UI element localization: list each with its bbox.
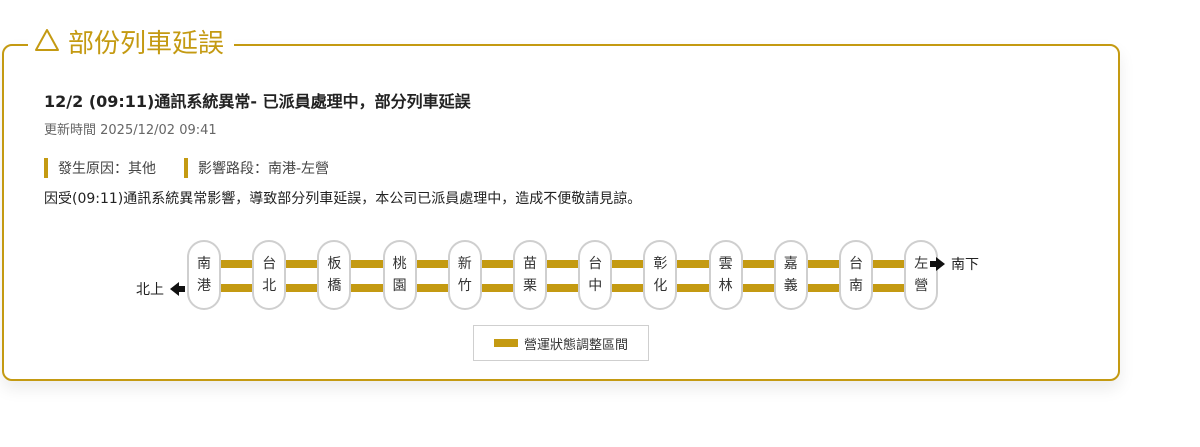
station: 苗栗 [513, 240, 547, 310]
station-char-bottom: 北 [262, 278, 277, 294]
station: 左營 [904, 240, 939, 310]
station-char-bottom: 中 [588, 278, 603, 294]
southbound-label: 南下 [930, 254, 979, 274]
station-char-bottom: 栗 [523, 278, 537, 294]
southbound-rail [202, 260, 934, 268]
section-title-text: 部份列車延誤 [68, 29, 225, 59]
station-char-bottom: 化 [653, 278, 668, 294]
station-char-bottom: 橋 [327, 278, 342, 294]
station: 台中 [578, 240, 613, 310]
station: 板橋 [317, 240, 352, 310]
legend-swatch [493, 339, 518, 347]
cause-tag: 發生原因：其他 [44, 158, 156, 178]
station: 台南 [839, 240, 873, 310]
section-title: 部份列車延誤 [28, 26, 235, 62]
arrow-left-icon [170, 282, 185, 296]
affected-text: 影響路段：南港-左營 [198, 161, 330, 177]
updated-time: 更新時間 2025/12/02 09:41 [44, 123, 217, 138]
station-char-top: 雲 [718, 256, 733, 272]
station-char-bottom: 林 [718, 278, 733, 294]
station-char-top: 台 [262, 256, 277, 272]
station: 彰化 [643, 240, 678, 310]
cause-text: 發生原因：其他 [58, 161, 156, 177]
station-char-bottom: 竹 [457, 278, 472, 294]
station: 嘉義 [773, 240, 808, 310]
station-char-top: 左 [914, 256, 929, 272]
notice-tags: 發生原因：其他 影響路段：南港-左營 [44, 158, 357, 178]
map-legend: 營運狀態調整區間 [473, 325, 649, 361]
station: 新竹 [447, 240, 482, 310]
notice-description: 因受(09:11)通訊系統異常影響，導致部分列車延誤，本公司已派員處理中，造成不… [44, 191, 642, 207]
station-char-bottom: 園 [392, 278, 407, 294]
route-diagram: 南港台北板橋桃園新竹苗栗台中彰化雲林嘉義台南左營 南下 北上 [130, 240, 1010, 312]
station-char-top: 嘉 [783, 256, 798, 272]
station-char-top: 南 [197, 256, 211, 272]
station-char-bottom: 港 [197, 278, 211, 294]
legend-label: 營運狀態調整區間 [523, 337, 628, 353]
northbound-rail [202, 284, 934, 292]
station-char-top: 新 [457, 256, 472, 272]
tag-bar [44, 158, 48, 178]
affected-tag: 影響路段：南港-左營 [184, 158, 329, 178]
station-char-top: 台 [588, 256, 603, 272]
station-char-top: 板 [327, 256, 342, 272]
station-char-top: 彰 [653, 256, 668, 272]
station: 雲林 [708, 240, 743, 310]
station-char-top: 桃 [392, 256, 407, 272]
northbound-label: 北上 [136, 279, 185, 299]
station-char-bottom: 南 [849, 278, 863, 294]
notice-headline: 12/2 (09:11)通訊系統異常- 已派員處理中，部分列車延誤 [44, 92, 471, 111]
northbound-text: 北上 [136, 282, 164, 298]
station-char-bottom: 營 [914, 278, 929, 294]
station-char-bottom: 義 [783, 278, 798, 294]
southbound-text: 南下 [951, 257, 979, 273]
arrow-right-icon [930, 257, 945, 271]
station: 台北 [252, 240, 287, 310]
station: 桃園 [382, 240, 417, 310]
notice-panel [2, 44, 1120, 381]
tag-bar [184, 158, 188, 178]
station-char-top: 台 [849, 256, 863, 272]
warning-triangle-icon [34, 26, 60, 62]
station-char-top: 苗 [523, 256, 537, 272]
station: 南港 [187, 240, 221, 310]
